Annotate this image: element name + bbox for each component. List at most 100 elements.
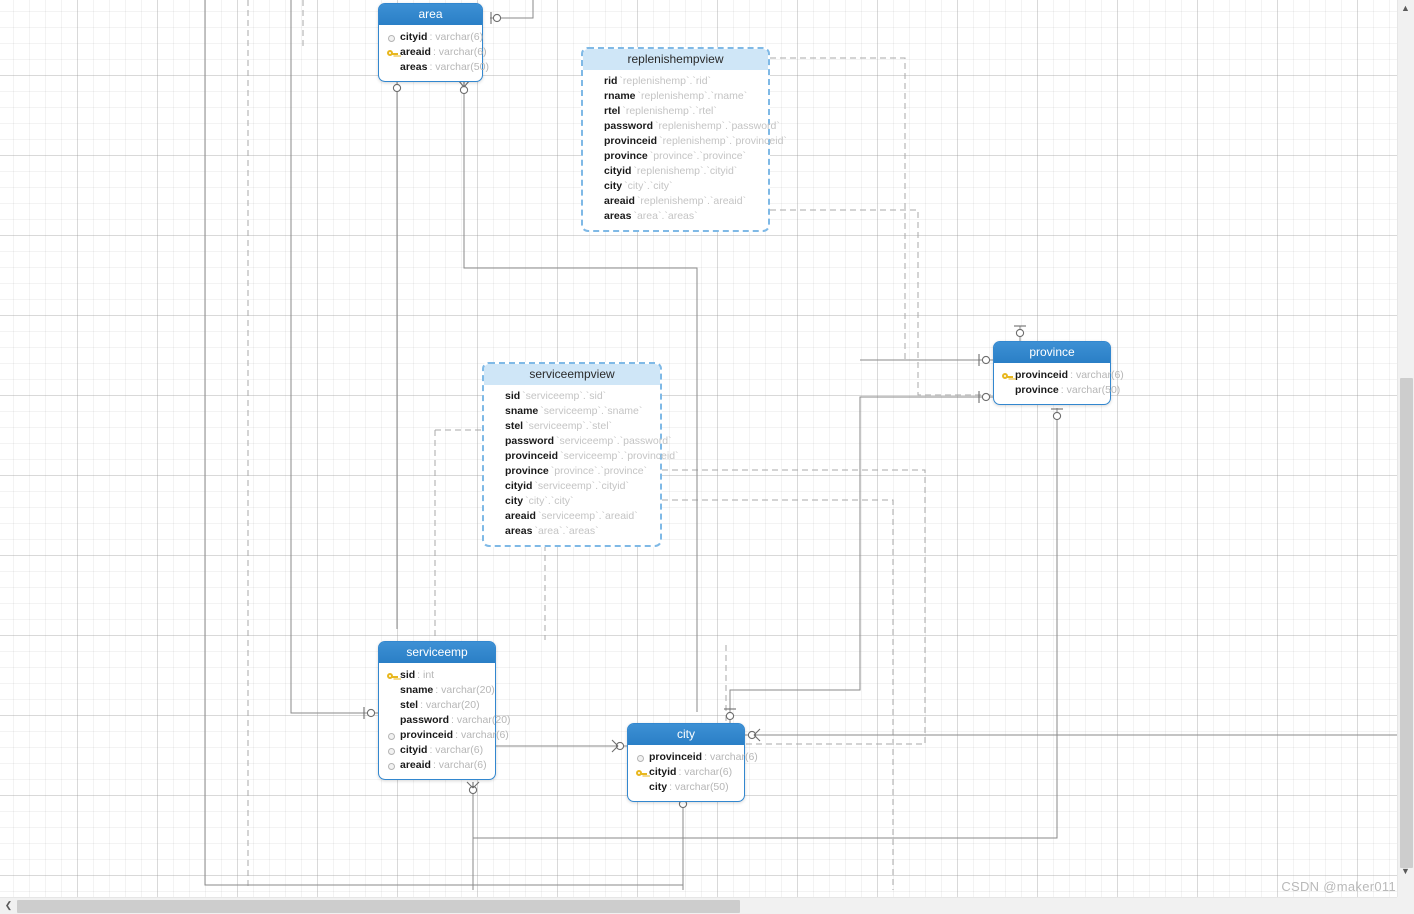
field-spacer-icon — [635, 782, 647, 794]
field-name: provinceid — [400, 729, 454, 741]
field-row[interactable]: rid`replenishemp`.`rid` — [583, 74, 768, 89]
field-type: `serviceemp`.`areaid` — [537, 510, 638, 522]
field-row[interactable]: rname`replenishemp`.`rname` — [583, 89, 768, 104]
field-name: areas — [604, 210, 632, 222]
field-type: `replenishemp`.`rname` — [637, 90, 748, 102]
field-row[interactable]: city`city`.`city` — [484, 494, 660, 509]
field-row[interactable]: provinceid: varchar(6) — [628, 750, 758, 765]
field-spacer-icon — [386, 715, 398, 727]
vertical-scrollbar-thumb[interactable] — [1400, 378, 1413, 868]
field-type: : varchar(6) — [678, 766, 733, 778]
field-row[interactable]: city`city`.`city` — [583, 179, 768, 194]
field-row[interactable]: stel`serviceemp`.`stel` — [484, 419, 660, 434]
entity-fields-city: provinceid: varchar(6)cityid: varchar(6)… — [628, 745, 758, 801]
field-row[interactable]: sid: int — [379, 668, 495, 683]
field-type: `serviceemp`.`provinceid` — [560, 450, 679, 462]
field-name: cityid — [505, 480, 533, 492]
field-row[interactable]: cityid: varchar(6) — [379, 30, 483, 45]
foreign-key-icon — [386, 730, 398, 742]
field-row[interactable]: cityid`serviceemp`.`cityid` — [484, 479, 660, 494]
field-name: rid — [604, 75, 618, 87]
field-row[interactable]: rtel`replenishemp`.`rtel` — [583, 104, 768, 119]
field-name: rtel — [604, 105, 621, 117]
field-name: cityid — [400, 31, 428, 43]
field-row[interactable]: areas`area`.`areas` — [484, 524, 660, 539]
field-row[interactable]: stel: varchar(20) — [379, 698, 495, 713]
field-type: : varchar(6) — [429, 744, 484, 756]
scroll-left-arrow[interactable]: ❮ — [4, 900, 13, 910]
field-row[interactable]: provinceid: varchar(6) — [379, 728, 509, 743]
field-row[interactable]: province`province`.`province` — [583, 149, 768, 164]
field-row[interactable]: password`replenishemp`.`password` — [583, 119, 780, 134]
field-name: city — [649, 781, 668, 793]
field-row[interactable]: cityid`replenishemp`.`cityid` — [583, 164, 768, 179]
entity-fields-area: cityid: varchar(6)areaid: varchar(6)area… — [379, 25, 489, 81]
field-spacer-icon — [1001, 385, 1013, 397]
field-spacer-icon — [491, 511, 503, 523]
field-type: `serviceemp`.`stel` — [525, 420, 613, 432]
primary-key-icon — [1001, 370, 1013, 382]
field-type: `city`.`city` — [525, 495, 574, 507]
field-row[interactable]: areas: varchar(50) — [379, 60, 489, 75]
field-name: rname — [604, 90, 636, 102]
field-row[interactable]: password: varchar(20) — [379, 713, 511, 728]
field-spacer-icon — [590, 91, 602, 103]
field-type: `serviceemp`.`password` — [556, 435, 672, 447]
field-row[interactable]: areaid`serviceemp`.`areaid` — [484, 509, 660, 524]
field-row[interactable]: password`serviceemp`.`password` — [484, 434, 672, 449]
primary-key-icon — [635, 767, 647, 779]
field-name: areaid — [400, 759, 431, 771]
primary-key-icon — [386, 47, 398, 59]
diagram-canvas[interactable]: .ln { fill:none; stroke:#8a8a8a; stroke-… — [0, 0, 1397, 897]
entity-fields-replenishempview: rid`replenishemp`.`rid`rname`replenishem… — [583, 70, 787, 230]
field-row[interactable]: cityid: varchar(6) — [628, 765, 744, 780]
vertical-scrollbar[interactable]: ▲ ▼ — [1397, 0, 1414, 897]
field-row[interactable]: areaid`replenishemp`.`areaid` — [583, 194, 768, 209]
scrollbar-corner — [1397, 897, 1414, 914]
field-name: sname — [400, 684, 434, 696]
field-row[interactable]: provinceid: varchar(6) — [994, 368, 1124, 383]
field-name: password — [604, 120, 654, 132]
field-row[interactable]: province`province`.`province` — [484, 464, 660, 479]
field-name: provinceid — [604, 135, 658, 147]
field-type: `replenishemp`.`rid` — [619, 75, 712, 87]
entity-serviceempview[interactable]: serviceempview sid`serviceemp`.`sid`sname… — [482, 362, 679, 547]
horizontal-scrollbar[interactable]: ❮ — [0, 897, 1397, 914]
field-name: areaid — [505, 510, 536, 522]
entity-title-serviceempview: serviceempview — [484, 364, 660, 385]
entity-title-replenishempview: replenishempview — [583, 49, 768, 70]
field-name: areaid — [400, 46, 431, 58]
field-type: : varchar(6) — [455, 729, 509, 741]
scroll-down-arrow[interactable]: ▼ — [1401, 866, 1410, 876]
field-row[interactable]: city: varchar(50) — [628, 780, 744, 795]
field-row[interactable]: sname: varchar(20) — [379, 683, 495, 698]
field-row[interactable]: areaid: varchar(6) — [379, 758, 495, 773]
field-type: : varchar(6) — [704, 751, 758, 763]
field-type: `replenishemp`.`cityid` — [633, 165, 738, 177]
primary-key-icon — [386, 670, 398, 682]
field-row[interactable]: cityid: varchar(6) — [379, 743, 495, 758]
field-name: provinceid — [505, 450, 559, 462]
field-spacer-icon — [386, 685, 398, 697]
field-row[interactable]: areas`area`.`areas` — [583, 209, 768, 224]
field-name: sid — [505, 390, 521, 402]
field-name: areas — [400, 61, 428, 73]
field-name: province — [505, 465, 549, 477]
scroll-up-arrow[interactable]: ▲ — [1401, 3, 1410, 13]
field-row[interactable]: sname`serviceemp`.`sname` — [484, 404, 660, 419]
field-row[interactable]: provinceid`replenishemp`.`provinceid` — [583, 134, 787, 149]
field-type: : varchar(6) — [1070, 369, 1124, 381]
field-spacer-icon — [590, 181, 602, 193]
field-row[interactable]: areaid: varchar(6) — [379, 45, 487, 60]
field-row[interactable]: province: varchar(50) — [994, 383, 1120, 398]
field-row[interactable]: sid`serviceemp`.`sid` — [484, 389, 660, 404]
horizontal-scrollbar-thumb[interactable] — [17, 900, 740, 913]
field-row[interactable]: provinceid`serviceemp`.`provinceid` — [484, 449, 679, 464]
